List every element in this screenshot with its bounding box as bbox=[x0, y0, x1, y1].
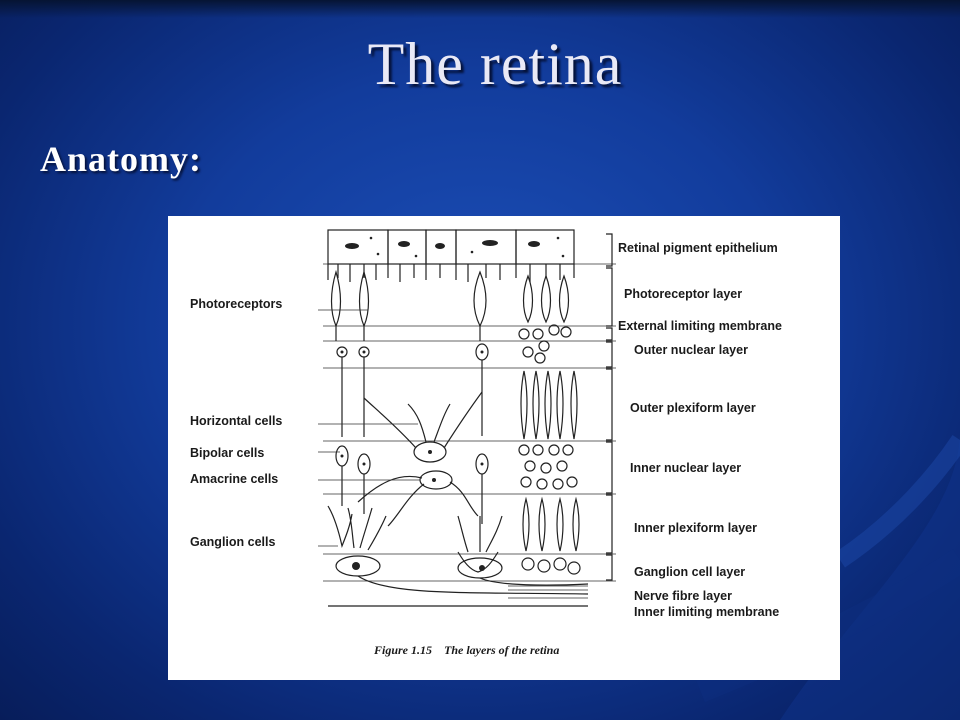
amacrine-cell bbox=[357, 470, 479, 527]
photoreceptor-cells bbox=[330, 269, 570, 437]
retina-figure: Photoreceptors Horizontal cells Bipolar … bbox=[168, 216, 840, 680]
inner-nuclear-cells bbox=[518, 444, 578, 490]
pigment-epithelium bbox=[327, 229, 575, 282]
label-photoreceptor-layer: Photoreceptor layer bbox=[624, 287, 742, 301]
left-leader-lines bbox=[318, 309, 420, 547]
label-retinal-pigment-epithelium: Retinal pigment epithelium bbox=[618, 241, 778, 255]
label-ganglion-cell-layer: Ganglion cell layer bbox=[634, 565, 745, 579]
label-inner-limiting-membrane: Inner limiting membrane bbox=[634, 605, 779, 619]
ganglion-cells bbox=[327, 505, 589, 607]
ganglion-layer-cells bbox=[521, 557, 581, 575]
retina-diagram: Photoreceptors Horizontal cells Bipolar … bbox=[190, 229, 782, 657]
slide-title: The retina bbox=[367, 31, 623, 97]
figure-caption: Figure 1.15 The layers of the retina bbox=[373, 643, 559, 657]
outer-nuclear-cells bbox=[518, 324, 572, 364]
label-photoreceptors: Photoreceptors bbox=[190, 297, 282, 311]
label-external-limiting-membrane: External limiting membrane bbox=[618, 319, 782, 333]
label-outer-nuclear-layer: Outer nuclear layer bbox=[634, 343, 748, 357]
bipolar-cells bbox=[335, 445, 489, 524]
label-inner-nuclear-layer: Inner nuclear layer bbox=[630, 461, 741, 475]
label-outer-plexiform-layer: Outer plexiform layer bbox=[630, 401, 756, 415]
label-bipolar-cells: Bipolar cells bbox=[190, 446, 264, 460]
label-nerve-fibre-layer: Nerve fibre layer bbox=[634, 589, 732, 603]
top-shadow-band bbox=[0, 0, 960, 18]
plexiform-fibers bbox=[520, 370, 580, 552]
label-inner-plexiform-layer: Inner plexiform layer bbox=[634, 521, 757, 535]
label-horizontal-cells: Horizontal cells bbox=[190, 414, 282, 428]
label-ganglion-cells: Ganglion cells bbox=[190, 535, 275, 549]
layer-bracket bbox=[606, 233, 613, 581]
horizontal-cell bbox=[363, 391, 483, 463]
slide-subtitle: Anatomy: bbox=[40, 139, 202, 179]
label-amacrine-cells: Amacrine cells bbox=[190, 472, 278, 486]
